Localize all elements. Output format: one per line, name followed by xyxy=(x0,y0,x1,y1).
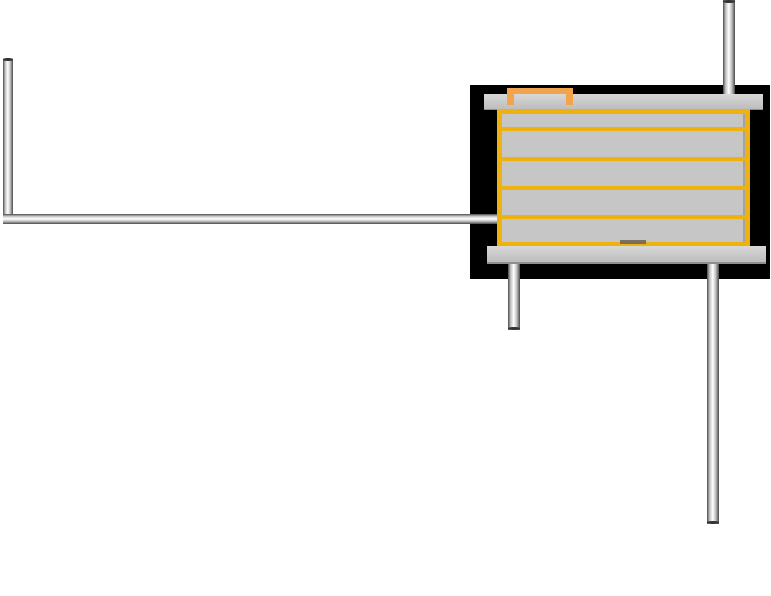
core-plate xyxy=(502,157,745,161)
bottom-right-outlet-pipe-cap xyxy=(707,521,719,524)
bottom-left-outlet-pipe xyxy=(508,255,520,330)
top-inlet-pipe-cap xyxy=(723,0,735,3)
left-pipe-cap xyxy=(3,58,13,61)
clamp-bracket xyxy=(507,88,573,105)
plated-core-panel xyxy=(497,109,750,247)
top-inlet-pipe xyxy=(723,0,735,102)
bottom-mounting-bar xyxy=(487,246,766,264)
bottom-left-outlet-pipe-cap xyxy=(508,327,520,330)
bottom-right-outlet-pipe xyxy=(707,255,719,524)
core-plate xyxy=(502,186,745,190)
core-bottom-marking xyxy=(620,240,646,244)
core-plates xyxy=(502,114,745,242)
core-plate xyxy=(502,215,745,219)
left-pipe-horizontal xyxy=(3,214,500,224)
core-plate xyxy=(502,127,745,131)
left-pipe-vertical xyxy=(3,60,13,224)
